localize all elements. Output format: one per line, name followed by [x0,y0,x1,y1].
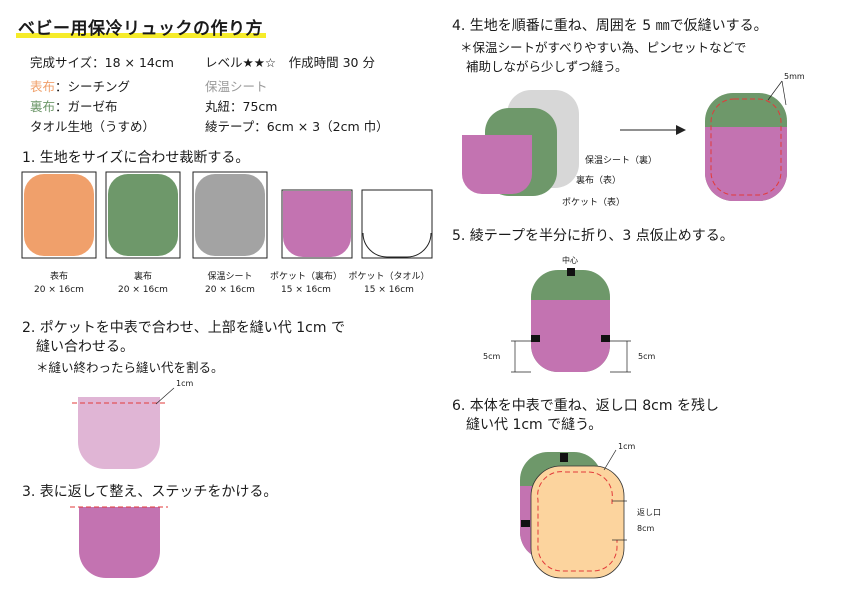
step6-dim-label: 1cm [618,442,636,451]
step5-heading: 5. 綾テープを半分に折り、3 点仮止めする。 [452,228,734,244]
step4-dim-label: 5mm [784,72,805,81]
page-title: ベビー用保冷リュックの作り方 [18,19,263,39]
step3-heading: 3. 表に返して整え、ステッチをかける。 [22,484,278,500]
material-towel: タオル生地（うすめ） [30,119,156,134]
material-outer-value: ：シーチング [55,79,131,94]
step2-pocket [72,387,175,469]
step6-heading-line2: 縫い代 1cm で縫う。 [466,417,603,433]
material-thermal: 保温シート [205,79,268,94]
material-tape: 綾テープ：6cm × 3（2cm 巾） [205,119,389,134]
step4-note-line2: 補助しながら少しずつ縫う。 [466,59,628,74]
step5-dim-left: 5cm [483,352,501,361]
step2-heading-line1: 2. ポケットを中表で合わせ、上部を縫い代 1cm で [22,320,345,336]
level-time: レベル★★☆ 作成時間 30 分 [205,55,375,70]
piece-label-pocket-towel: ポケット（タオル） 15 × 16cm [348,272,430,295]
material-outer-key: 表布 [30,79,56,94]
step3-pocket [70,506,168,578]
step2-heading-line2: 縫い合わせる。 [36,339,134,355]
step2-note: ＊縫い終わったら縫い代を割る。 [36,360,224,375]
material-lining-value: ：ガーゼ布 [55,99,118,114]
step6-body [520,449,627,579]
step6-heading-line1: 6. 本体を中表で重ね、返し口 8cm を残し [452,398,719,414]
finished-size: 完成サイズ：18 × 14cm [30,55,174,70]
step4-result [705,80,787,201]
material-lining: 裏布：ガーゼ布 [30,96,118,115]
piece-label-pocket-lining: ポケット（裏布） 15 × 16cm [269,272,342,295]
step4-note-line1: ＊保温シートがすべりやすい為、ピンセットなどで [460,40,747,55]
piece-pocket-towel [361,189,433,259]
material-outer: 表布：シーチング [30,76,130,95]
step5-center-label: 中心 [562,256,578,265]
step4-heading: 4. 生地を順番に重ね、周囲を 5 ㎜で仮縫いする。 [452,18,768,34]
tape-center [567,268,575,276]
piece-label-thermal: 保温シート 20 × 16cm [205,272,255,295]
title-underline [16,33,266,38]
step2-dim-label: 1cm [176,379,194,388]
piece-label-lining: 裏布 20 × 16cm [118,272,168,295]
step4-layers [462,90,686,196]
step5-body [511,268,631,373]
piece-outer-fabric [21,171,97,259]
material-cord: 丸紐：75cm [205,99,278,114]
piece-pocket-lining [281,189,353,259]
layer-label-lining: 裏布（表） [576,176,622,186]
layer-label-pocket: ポケット（表） [562,198,626,208]
step6-opening-size: 8cm [637,524,655,533]
step6-opening-label: 返し口 [637,508,661,517]
material-lining-key: 裏布 [30,99,56,114]
piece-lining-fabric [105,171,181,259]
piece-thermal-sheet [192,171,268,259]
layer-label-thermal: 保温シート（裏） [585,156,658,166]
step5-dim-right: 5cm [638,352,656,361]
piece-label-outer: 表布 20 × 16cm [34,272,84,295]
step1-heading: 1. 生地をサイズに合わせ裁断する。 [22,150,250,166]
